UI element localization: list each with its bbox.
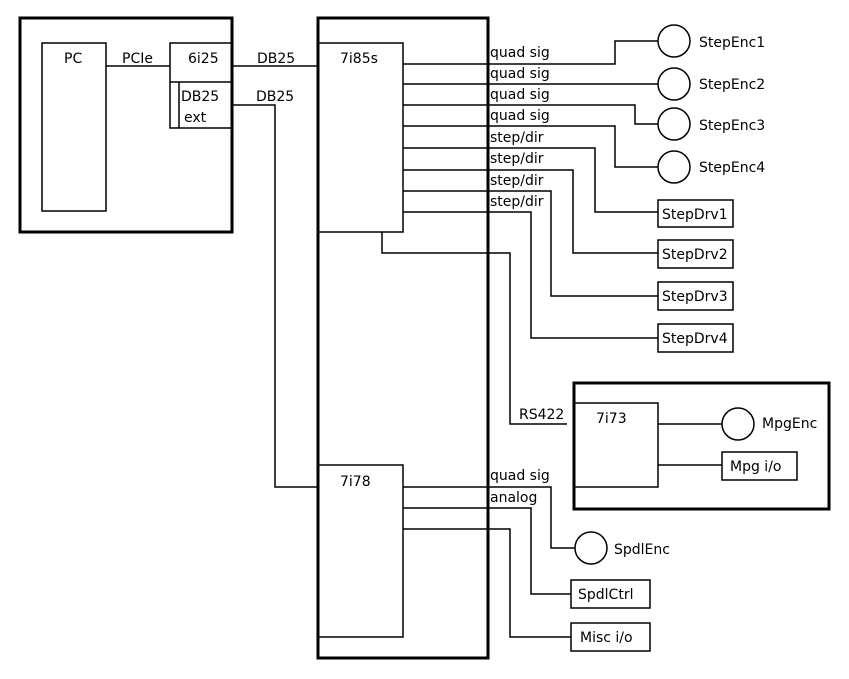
encoder-label-2: StepEnc2 [699,77,765,93]
encoder-label-4: StepEnc4 [699,160,765,176]
spindle-encoder-circle [574,531,608,565]
spindle-encoder-label: SpdlEnc [614,542,670,558]
signal-label-5: step/dir [490,130,544,146]
spindle-control-box [570,579,651,609]
breakout-enclosure [316,16,490,660]
spindle-encoder-wire [403,486,575,549]
misc-io-label: Misc i/o [580,630,633,646]
signal-label-4: quad sig [490,108,550,124]
misc-io-wire [403,528,571,638]
driver-label-1: StepDrv1 [662,207,728,223]
driver-box-4 [657,323,734,353]
signal-label-3: quad sig [490,87,550,103]
signal-label-7: step/dir [490,173,544,189]
pcie-label: PCIe [122,51,153,67]
pc-box [41,42,107,212]
card-6i25-label: 6i25 [188,51,219,67]
driver-box-3 [657,281,734,311]
encoder-label-3: StepEnc3 [699,118,765,134]
driver-box-2 [657,239,734,269]
db25-top-label: DB25 [257,51,295,67]
spindle-signal-label-1: quad sig [490,468,550,484]
signal-label-2: quad sig [490,66,550,82]
pendant-enclosure [572,381,831,511]
driver-label-4: StepDrv4 [662,331,728,347]
wire-step-3 [403,190,658,297]
mpg-io-label: Mpg i/o [730,459,781,475]
pc-label: PC [64,51,82,67]
signal-label-1: quad sig [490,45,550,61]
board-7i73-label: 7i73 [596,411,627,427]
spindle-control-wire [403,507,571,595]
db25-cable-bottom [232,104,318,488]
board-7i78-label: 7i78 [340,474,371,490]
mpg-encoder-circle [721,407,755,441]
mpg-io-box [721,451,798,481]
encoder-label-1: StepEnc1 [699,35,765,51]
driver-label-2: StepDrv2 [662,247,728,263]
board-7i85s [317,42,404,233]
card-6i25 [169,42,233,129]
db25-bottom-label: DB25 [256,89,294,105]
wire-quad-1 [403,40,658,65]
wire-quad-4 [403,125,658,168]
signal-label-6: step/dir [490,151,544,167]
mpg-encoder-label: MpgEnc [762,416,817,432]
wire-quad-3 [403,104,658,125]
wire-step-4 [403,211,658,339]
board-7i73 [573,402,659,488]
misc-io-box [570,622,651,652]
spindle-control-label: SpdlCtrl [578,587,633,603]
encoder-circle-4 [657,150,691,184]
encoder-circle-1 [657,24,691,58]
encoder-circle-3 [657,107,691,141]
wire-step-1 [403,147,658,213]
ext-label: ext [184,110,207,126]
spindle-signal-label-2: analog [490,490,537,506]
db25-inner-label: DB25 [181,89,219,105]
rs422-label: RS422 [519,407,564,423]
signal-label-8: step/dir [490,194,544,210]
board-7i85s-label: 7i85s [340,51,378,67]
encoder-circle-2 [657,67,691,101]
board-7i78 [317,464,404,638]
wire-step-2 [403,169,658,254]
rs422-wire [381,232,567,425]
driver-box-1 [657,199,734,228]
driver-label-3: StepDrv3 [662,289,728,305]
